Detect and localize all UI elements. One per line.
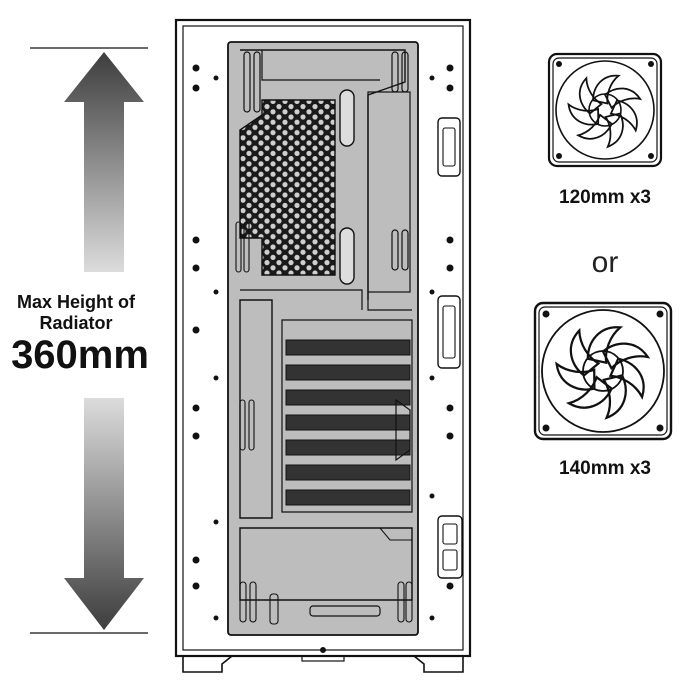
mounting-holes [192, 64, 454, 621]
expansion-slots [285, 339, 411, 506]
up-arrow-icon [64, 52, 144, 272]
fan-140-icon [533, 301, 673, 441]
height-label-line1: Max Height of [16, 292, 135, 312]
fan-120-label: 120mm x3 [559, 187, 651, 208]
fan-120-icon [547, 52, 663, 168]
down-arrow-icon [64, 398, 144, 630]
or-separator: or [591, 246, 619, 279]
height-guide-lines [30, 47, 148, 634]
fan-140-label: 140mm x3 [559, 458, 651, 479]
height-label-line2: Radiator [39, 313, 113, 333]
height-value: 360mm [11, 333, 149, 377]
case-chassis [174, 18, 472, 673]
